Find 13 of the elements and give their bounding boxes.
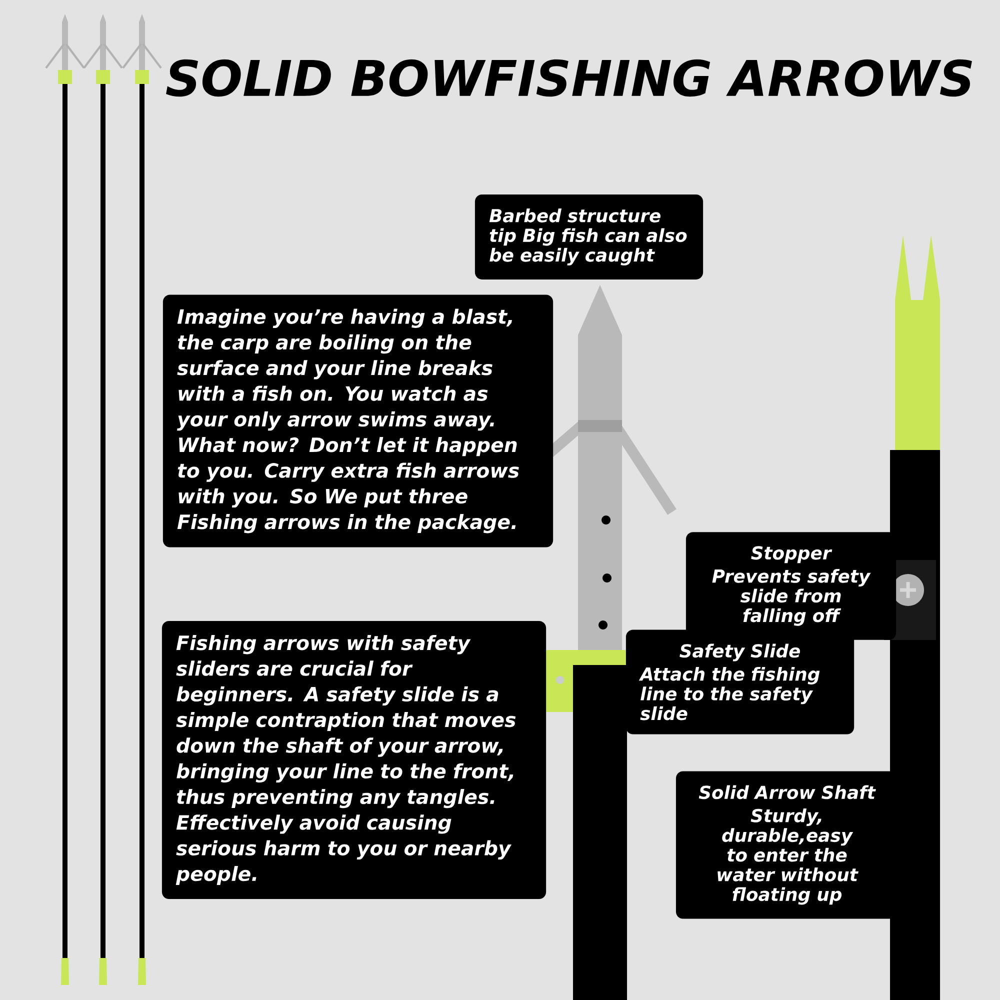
text-box: Imagine you’re having a blast, the carp are boiling on the surface and your line breaks with a fish on. You watch as your only arrow swims away. What now? Don’t let it happen to you. Carry extra fish arrows with you. So We put three Fishing arrows in the package. [162, 294, 554, 548]
callout-box: Solid Arrow Shaft Sturdy, durable,easy to enter the water without floating up [676, 771, 898, 919]
node-label: Sturdy, durable,easy to enter the water without floating up [718, 808, 858, 905]
callout-box: Safety Slide Attach the fishing line to the safety slide [626, 630, 854, 734]
title: SOLID BOWFISHING ARROWS [166, 59, 972, 97]
text-box: Fishing arrows with safety sliders are crucial for beginners. A safety slide is a simple contraption that moves down the shaft of your arrow, bringing your line to the front, thus preventing any tangles. Effectively avoid causing serious harm to you or nearby people. [162, 620, 546, 900]
callout-box: Stopper Prevents safety slide from falling off [686, 532, 896, 640]
node-label: Solid Arrow Shaft [698, 785, 876, 800]
node-label: Stopper [751, 546, 832, 564]
node-label: Prevents safety slide from falling off [712, 569, 871, 626]
node-label: Safety Slide [680, 644, 800, 662]
callout-box: Barbed structure tip Big fish can also be easily caught [474, 194, 704, 280]
node-label: Attach the fishing line to the safety slide [638, 666, 820, 720]
